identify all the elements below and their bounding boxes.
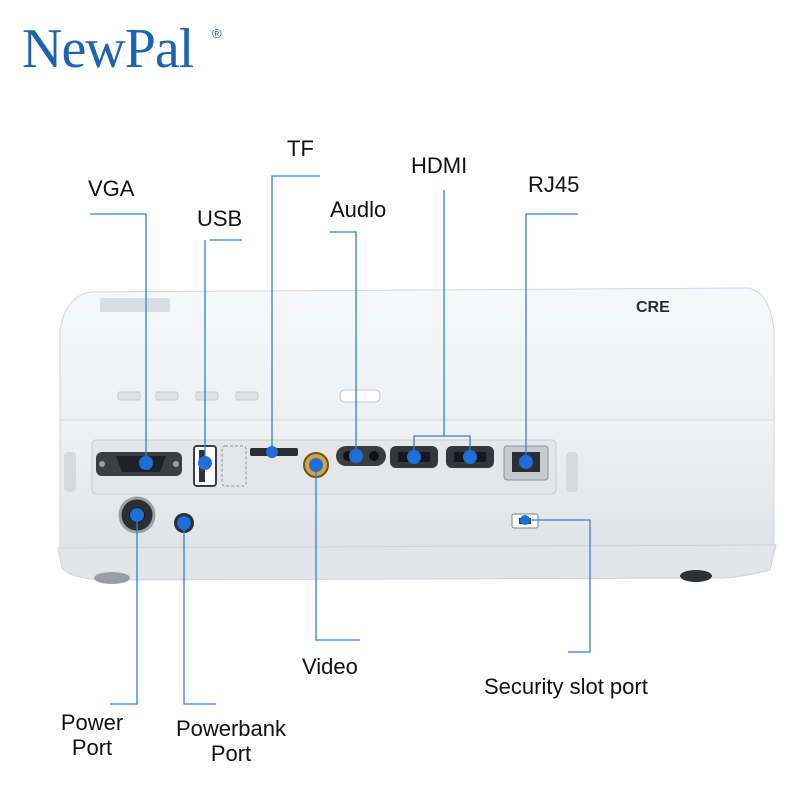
label-powerbank-line1: Powerbank xyxy=(175,716,287,741)
label-power-port: Power Port xyxy=(52,710,132,761)
hdmi-marker-1 xyxy=(407,450,421,464)
label-tf: TF xyxy=(287,136,314,161)
audio-marker xyxy=(349,449,363,463)
label-power-line1: Power xyxy=(60,710,124,735)
registered-mark: ® xyxy=(212,26,222,41)
foot-right xyxy=(680,570,712,582)
label-audio: Audlo xyxy=(330,197,387,222)
label-video: Video xyxy=(302,654,358,679)
label-power-line2: Port xyxy=(71,735,113,761)
power-marker xyxy=(130,508,144,522)
security-marker xyxy=(520,515,530,525)
usb-marker xyxy=(198,456,212,470)
brand-logo: NewPal ® xyxy=(22,14,222,84)
label-powerbank-line2: Port xyxy=(210,741,252,767)
hdmi-marker-2 xyxy=(463,450,477,464)
model-badge: CRE xyxy=(636,299,670,316)
foot-left xyxy=(94,572,130,584)
vga-port xyxy=(96,452,182,476)
powerbank-marker xyxy=(177,516,191,530)
vga-marker xyxy=(139,456,153,470)
rj45-marker xyxy=(519,455,533,469)
label-powerbank-port: Powerbank Port xyxy=(166,716,296,767)
label-vga: VGA xyxy=(88,176,135,201)
label-usb: USB xyxy=(197,206,243,231)
label-security-slot-port: Security slot port xyxy=(484,674,648,699)
callout-lines xyxy=(90,175,591,705)
label-rj45: RJ45 xyxy=(528,172,580,197)
video-marker xyxy=(309,458,323,472)
brand-logo-text: NewPal xyxy=(22,18,194,80)
tf-marker xyxy=(266,446,278,458)
label-hdmi: HDMI xyxy=(411,153,468,178)
projector-body xyxy=(57,287,777,584)
callout-markers xyxy=(130,446,533,530)
